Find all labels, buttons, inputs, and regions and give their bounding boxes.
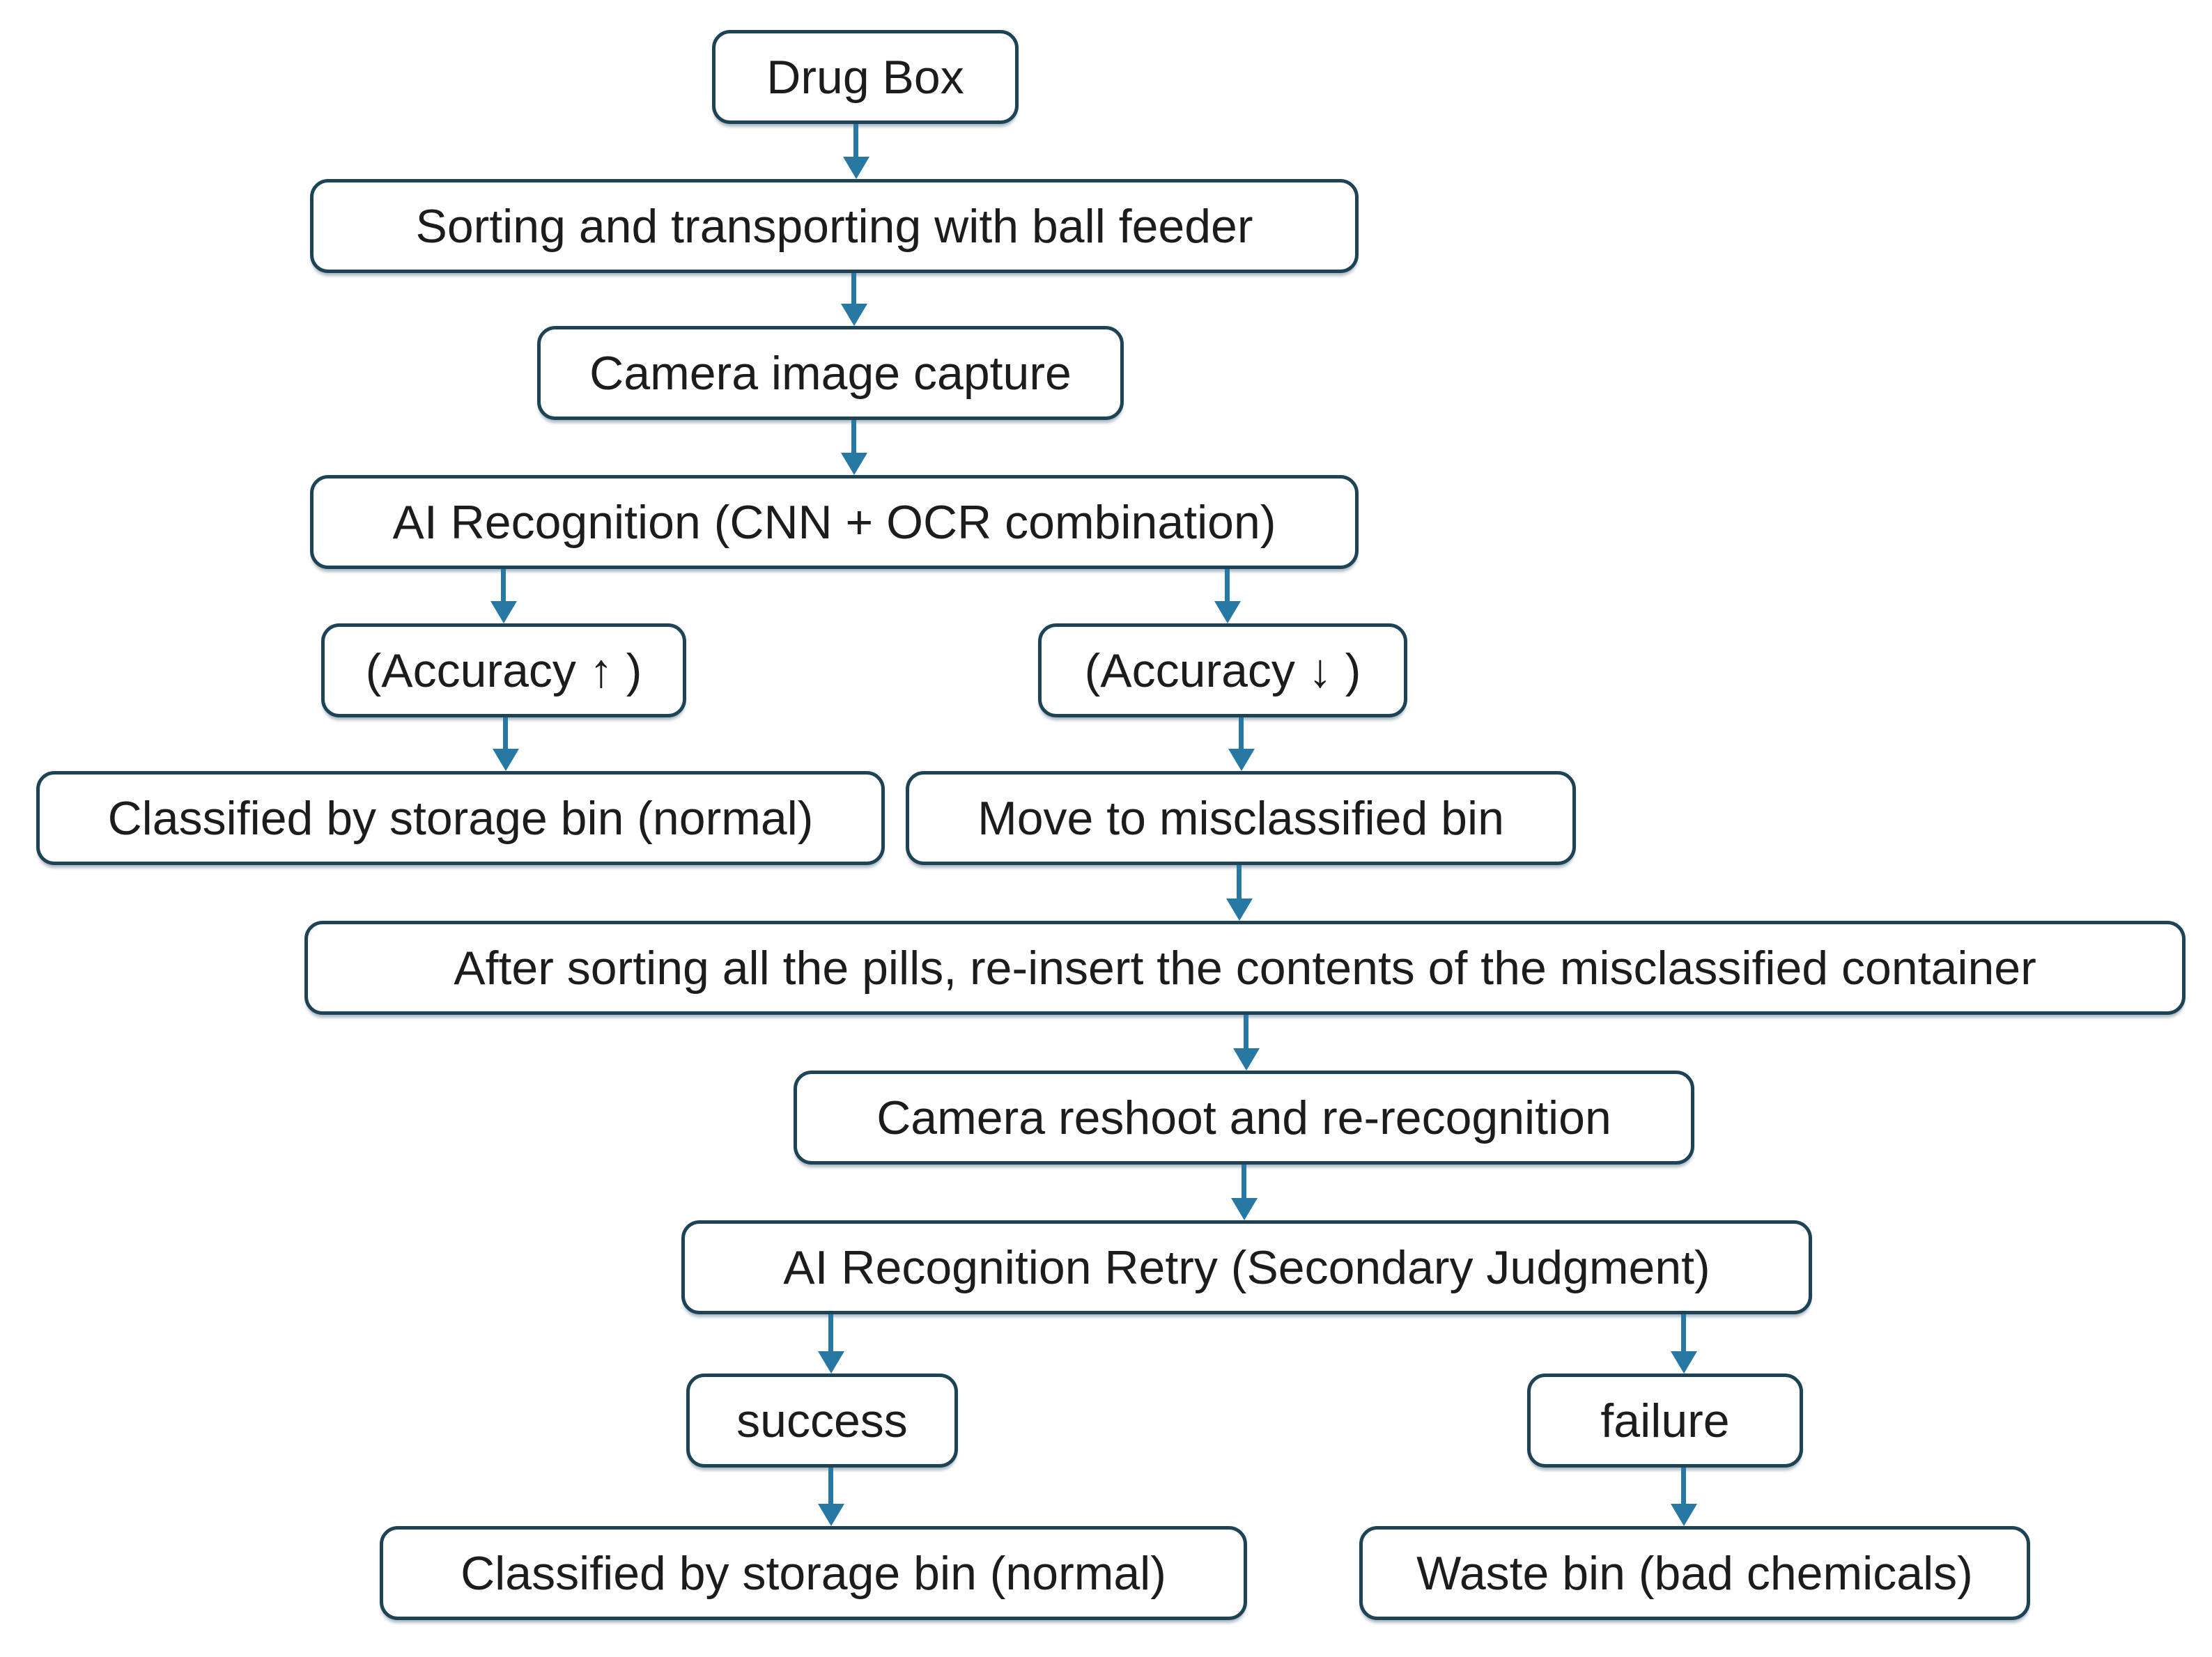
node-classified-storage-bin-2: Classified by storage bin (normal) bbox=[380, 1526, 1247, 1620]
node-ai-recognition-retry: AI Recognition Retry (Secondary Judgment… bbox=[681, 1220, 1812, 1314]
arrow-ai-recognition-to-accuracy-high bbox=[501, 569, 506, 601]
arrow-reinsert-to-camera-reshoot bbox=[1244, 1015, 1248, 1048]
arrow-camera-reshoot-to-ai-retry bbox=[1242, 1165, 1246, 1198]
node-camera-image-capture: Camera image capture bbox=[537, 326, 1124, 420]
node-move-misclassified-bin: Move to misclassified bin bbox=[906, 771, 1576, 865]
node-failure: failure bbox=[1527, 1374, 1803, 1468]
node-classified-storage-bin-1: Classified by storage bin (normal) bbox=[36, 771, 885, 865]
arrow-accuracy-high-to-classified-1 bbox=[503, 717, 508, 749]
arrow-failure-to-waste-bin bbox=[1681, 1468, 1686, 1504]
arrow-success-to-classified-2 bbox=[828, 1468, 833, 1504]
arrow-camera-capture-to-ai-recognition bbox=[851, 420, 856, 453]
node-drug-box: Drug Box bbox=[712, 30, 1019, 124]
arrow-ai-retry-to-success bbox=[828, 1314, 833, 1351]
node-accuracy-high: (Accuracy ↑ ) bbox=[321, 623, 686, 717]
arrow-ai-recognition-to-accuracy-low bbox=[1225, 569, 1230, 601]
arrow-accuracy-low-to-move-misclassified bbox=[1239, 717, 1244, 749]
node-reinsert-misclassified: After sorting all the pills, re-insert t… bbox=[304, 921, 2186, 1015]
arrow-move-misclassified-to-reinsert bbox=[1237, 865, 1242, 898]
node-waste-bin: Waste bin (bad chemicals) bbox=[1359, 1526, 2030, 1620]
node-success: success bbox=[686, 1374, 958, 1468]
arrow-drug-box-to-sorting bbox=[853, 124, 858, 157]
arrow-sorting-to-camera-capture bbox=[851, 273, 856, 304]
node-ai-recognition: AI Recognition (CNN + OCR combination) bbox=[310, 475, 1359, 569]
node-sorting-ball-feeder: Sorting and transporting with ball feede… bbox=[310, 179, 1359, 273]
node-camera-reshoot: Camera reshoot and re-recognition bbox=[794, 1071, 1694, 1165]
node-accuracy-low: (Accuracy ↓ ) bbox=[1038, 623, 1407, 717]
arrow-ai-retry-to-failure bbox=[1681, 1314, 1686, 1351]
